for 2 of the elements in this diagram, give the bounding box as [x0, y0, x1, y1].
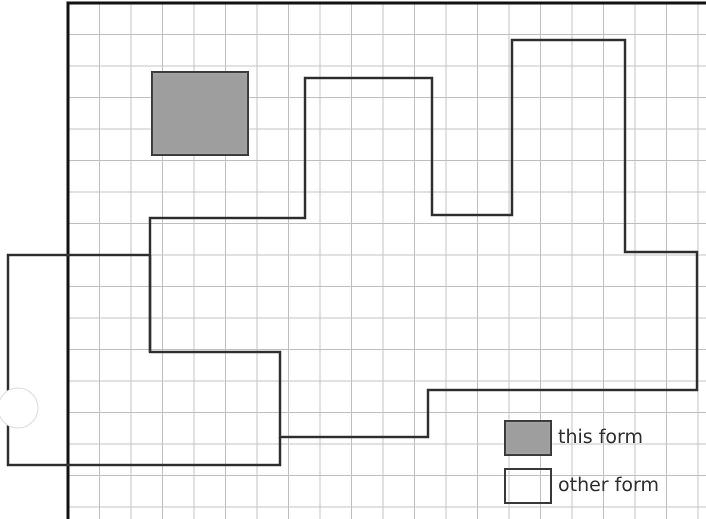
- legend-label: other form: [558, 476, 659, 495]
- legend-label: this form: [558, 428, 644, 447]
